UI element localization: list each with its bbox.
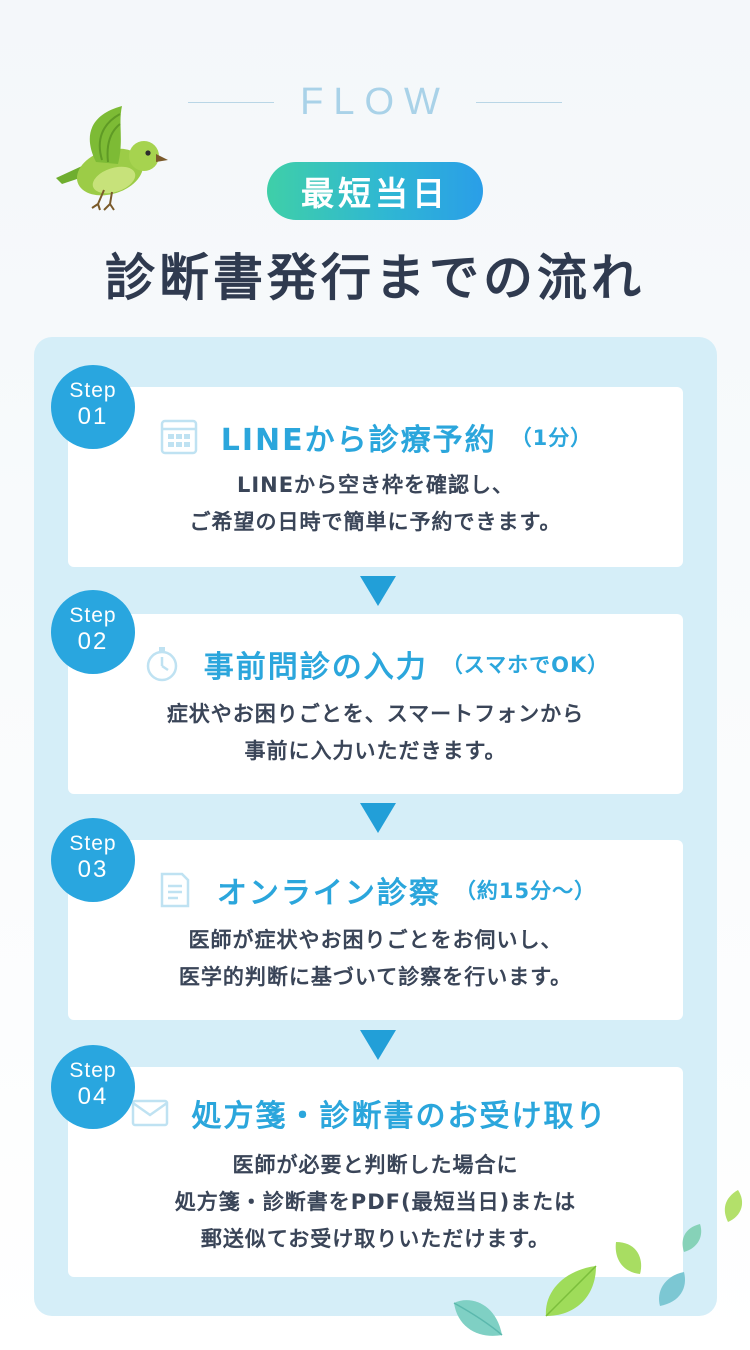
description-line: 事前に入力いただきます。 [244,739,507,763]
leaf-decoration [682,1224,702,1252]
description-line: 医師が必要と判断した場合に [232,1153,519,1177]
step-title: 事前問診の入力 [203,650,428,685]
leaf-decoration [659,1272,685,1306]
step-title: 処方箋・診断書のお受け取り [191,1099,608,1134]
step-word: Step [69,832,117,855]
step-duration: （約15分〜） [454,879,597,903]
envelope-icon [131,1099,168,1127]
step-duration: （1分） [510,426,593,450]
step-card-02: 事前問診の入力 （スマホでOK） 症状やお困りごとを、スマートフォンから 事前に… [68,614,683,794]
arrow-down-icon [360,1030,396,1060]
step-badge-02: Step 02 [51,590,135,674]
step-number: 04 [77,1083,109,1110]
calendar-icon [160,419,197,455]
step-card-01: LINEから診療予約 （1分） LINEから空き枠を確認し、 ご希望の日時で簡単… [68,387,683,567]
step-badge-01: Step 01 [51,365,135,449]
leaf-decoration [453,1300,503,1336]
description-line: 医学的判断に基づいて診察を行います。 [178,965,573,989]
step-card-03: オンライン診察 （約15分〜） 医師が症状やお困りごとをお伺いし、 医学的判断に… [68,840,683,1020]
leaf-decoration [724,1190,743,1222]
step-description: LINEから空き枠を確認し、 ご希望の日時で簡単に予約できます。 [68,467,683,541]
description-line: 郵送似てお受け取りいただけます。 [200,1227,551,1251]
step-badge-04: Step 04 [51,1045,135,1129]
step-title: オンライン診察 [216,876,441,911]
step-number: 01 [77,403,109,430]
step-word: Step [69,604,117,627]
step-header: 処方箋・診断書のお受け取り [68,1091,683,1135]
description-line: 処方箋・診断書をPDF(最短当日)または [174,1190,577,1214]
step-description: 医師が必要と判断した場合に 処方箋・診断書をPDF(最短当日)または 郵送似てお… [68,1147,683,1258]
bird-illustration [56,106,168,211]
step-badge-03: Step 03 [51,818,135,902]
step-number: 02 [77,628,109,655]
page-title: 診断書発行までの流れ [105,249,645,307]
leaf-decoration [545,1265,597,1317]
same-day-badge: 最短当日 [267,162,483,220]
arrow-down-icon [360,803,396,833]
description-line: LINEから空き枠を確認し、 [236,473,515,497]
flow-heading: FLOW [0,78,750,126]
step-card-04: 処方箋・診断書のお受け取り 医師が必要と判断した場合に 処方箋・診断書をPDF(… [68,1067,683,1277]
step-header: オンライン診察 （約15分〜） [68,868,683,912]
step-word: Step [69,1059,117,1082]
description-line: 医師が症状やお困りごとをお伺いし、 [188,928,563,952]
description-line: ご希望の日時で簡単に予約できます。 [189,510,562,534]
step-title: LINEから診療予約 [220,423,497,458]
step-header: LINEから診療予約 （1分） [68,415,683,459]
divider-left [188,101,275,103]
step-description: 医師が症状やお困りごとをお伺いし、 医学的判断に基づいて診察を行います。 [68,922,683,996]
divider-right [475,101,562,103]
flow-label: FLOW [300,80,450,123]
stopwatch-icon [146,647,177,682]
step-description: 症状やお困りごとを、スマートフォンから 事前に入力いただきます。 [68,696,683,770]
leaf-decoration [615,1242,642,1274]
step-number: 03 [77,856,109,883]
step-header: 事前問診の入力 （スマホでOK） [68,642,683,686]
step-word: Step [69,379,117,402]
document-icon [160,872,190,908]
arrow-down-icon [360,576,396,606]
description-line: 症状やお困りごとを、スマートフォンから [166,702,585,726]
step-duration: （スマホでOK） [441,653,610,677]
